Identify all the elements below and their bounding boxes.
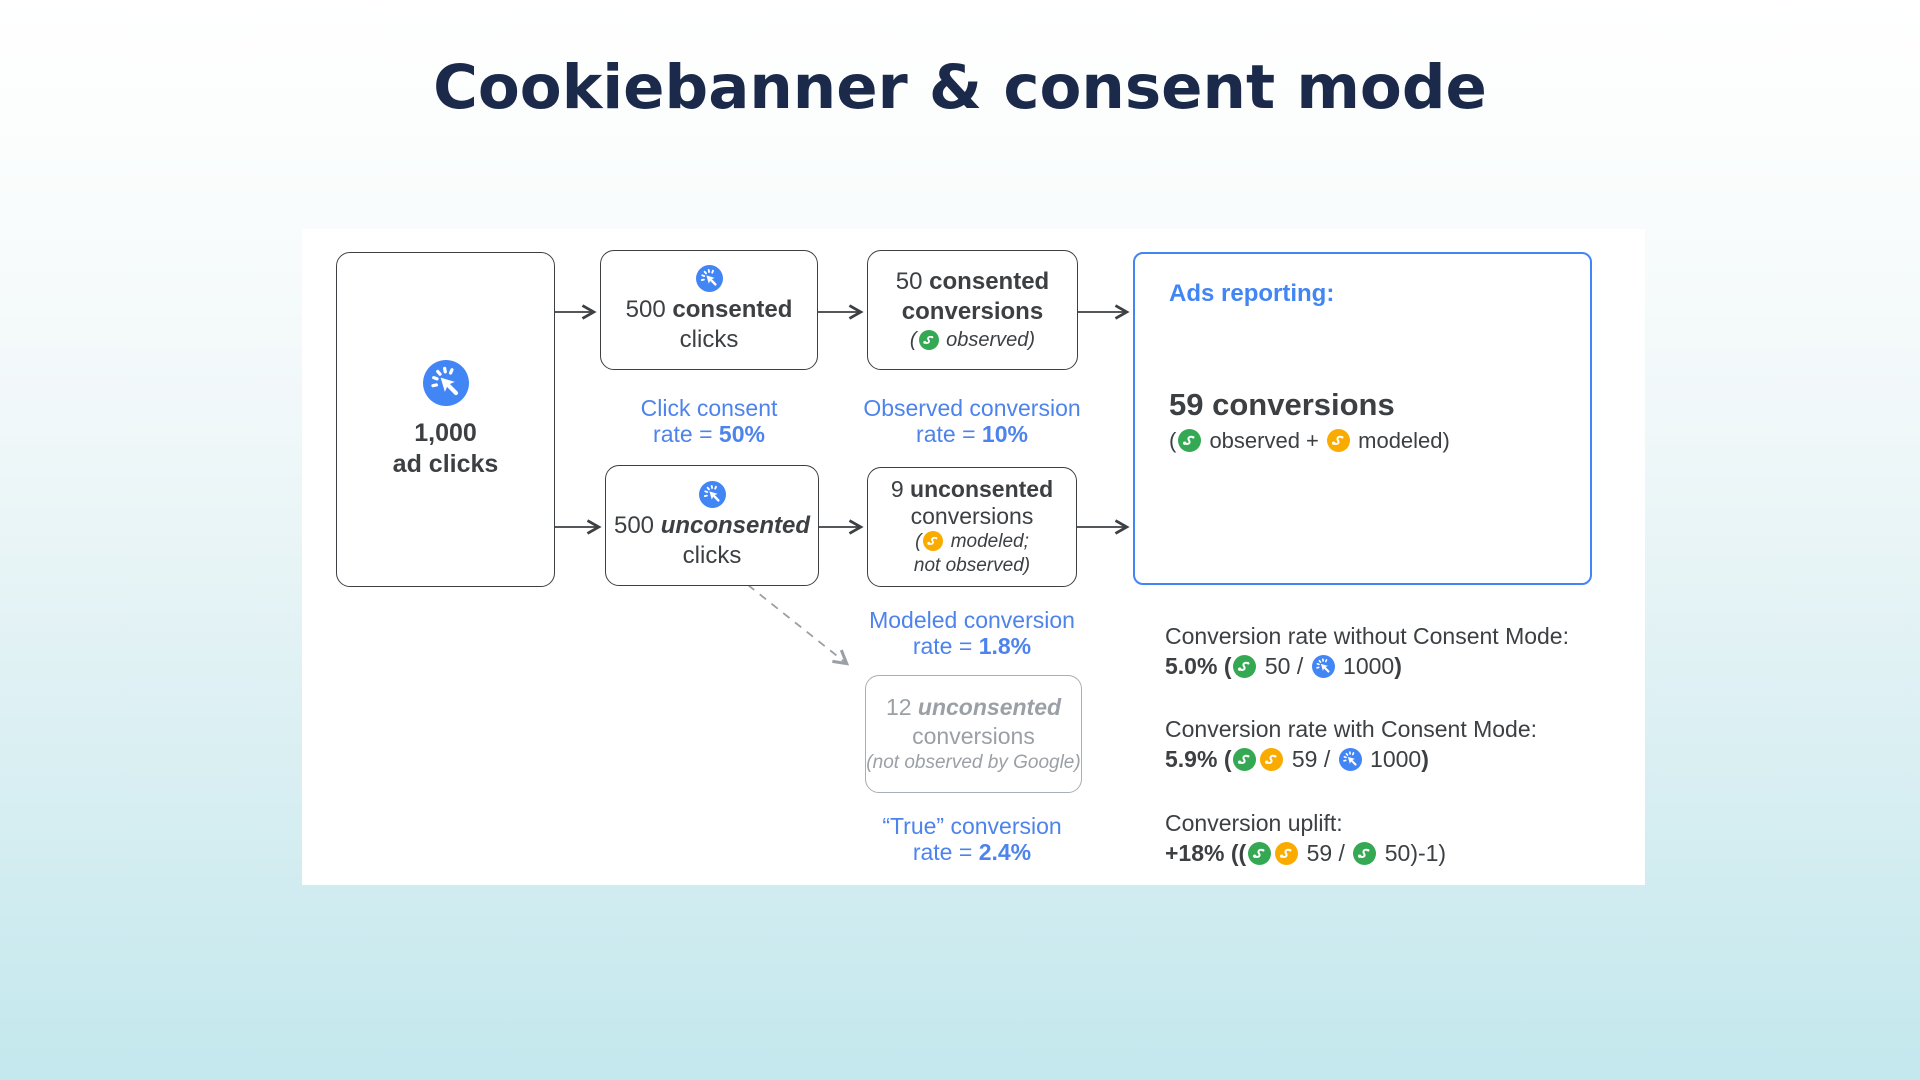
click-consent-rate-label: Click consent rate = 50% [579, 395, 839, 447]
conversion-icon [1327, 429, 1350, 452]
conversion-icon [1233, 748, 1256, 771]
stat-without-value: 5.0% ( 50 / 1000) [1165, 653, 1402, 679]
consented-conversions-line1: 50 consented [895, 268, 1050, 295]
stat-without-consent-mode: Conversion rate without Consent Mode: 5.… [1165, 621, 1635, 681]
true-conversions-line2: conversions [912, 723, 1035, 749]
ad-clicks-box: 1,000 ad clicks [336, 252, 555, 587]
modeled-rate-line1: Modeled conversion [869, 607, 1075, 633]
diagram-panel: 1,000 ad clicks 500 consented clicks 50 … [302, 229, 1645, 885]
ad-clicks-value: 1,000 [414, 418, 477, 447]
true-rate-line1: “True” conversion [882, 813, 1062, 839]
ads-reporting-total: 59 conversions [1169, 387, 1395, 422]
ads-reporting-heading: Ads reporting: [1169, 280, 1335, 307]
consented-clicks-box: 500 consented clicks [600, 250, 818, 370]
true-conversions-line3: (not observed by Google) [866, 752, 1081, 773]
slide-title: Cookiebanner & consent mode [433, 52, 1487, 123]
stat-with-value: 5.9% ( 59 / 1000) [1165, 746, 1429, 772]
unconsented-conversions-line4: not observed) [913, 555, 1031, 576]
true-rate-line2: rate = 2.4% [912, 839, 1032, 865]
conversion-icon [1178, 429, 1201, 452]
click-icon [1312, 655, 1335, 678]
conversion-icon [1260, 748, 1283, 771]
modeled-rate-line2: rate = 1.8% [912, 633, 1032, 659]
conversion-icon [919, 330, 939, 350]
observed-rate-label: Observed conversion rate = 10% [842, 395, 1102, 447]
click-icon [696, 265, 723, 292]
click-icon [699, 481, 726, 508]
click-icon [423, 360, 469, 406]
modeled-rate-label: Modeled conversion rate = 1.8% [842, 607, 1102, 659]
arrow-dashed-true-conversions [747, 584, 850, 666]
consented-conversions-line2: conversions [901, 298, 1044, 325]
stat-uplift-label: Conversion uplift: [1165, 810, 1343, 836]
consented-clicks-line1: 500 consented [625, 296, 793, 323]
unconsented-clicks-line2: clicks [682, 541, 742, 569]
consented-conversions-box: 50 consented conversions ( observed) [867, 250, 1078, 370]
stat-uplift-value: +18% (( 59 / 50)-1) [1165, 840, 1447, 866]
ad-clicks-label: ad clicks [392, 449, 499, 478]
unconsented-conversions-line3: ( modeled; [915, 531, 1029, 552]
true-conversions-line1: 12 unconsented [885, 694, 1062, 720]
ads-reporting-box: Ads reporting: 59 conversions ( observed… [1133, 252, 1592, 585]
conversion-icon [1275, 842, 1298, 865]
ads-reporting-breakdown: ( observed + modeled) [1169, 428, 1450, 453]
stat-with-consent-mode: Conversion rate with Consent Mode: 5.9% … [1165, 714, 1635, 774]
unconsented-clicks-box: 500 unconsented clicks [605, 465, 819, 586]
consented-clicks-line2: clicks [679, 326, 739, 353]
stat-without-label: Conversion rate without Consent Mode: [1165, 623, 1569, 649]
conversion-icon [1248, 842, 1271, 865]
conversion-icon [1233, 655, 1256, 678]
consented-conversions-line3: ( observed) [909, 329, 1036, 351]
observed-rate-line1: Observed conversion [863, 395, 1081, 421]
unconsented-clicks-line1: 500 unconsented [613, 511, 811, 539]
true-conversions-box: 12 unconsented conversions (not observed… [865, 675, 1082, 793]
conversion-icon [923, 531, 943, 551]
unconsented-conversions-line1: 9 unconsented [890, 476, 1054, 502]
stat-with-label: Conversion rate with Consent Mode: [1165, 716, 1538, 742]
unconsented-conversions-line2: conversions [910, 503, 1034, 529]
unconsented-conversions-box: 9 unconsented conversions ( modeled; not… [867, 467, 1077, 587]
observed-rate-line2: rate = 10% [916, 421, 1028, 447]
stat-uplift: Conversion uplift: +18% (( 59 / 50)-1) [1165, 808, 1635, 868]
click-consent-rate-line2: rate = 50% [653, 421, 765, 447]
click-icon [1339, 748, 1362, 771]
true-rate-label: “True” conversion rate = 2.4% [842, 813, 1102, 865]
click-consent-rate-line1: Click consent [640, 395, 778, 421]
conversion-icon [1353, 842, 1376, 865]
